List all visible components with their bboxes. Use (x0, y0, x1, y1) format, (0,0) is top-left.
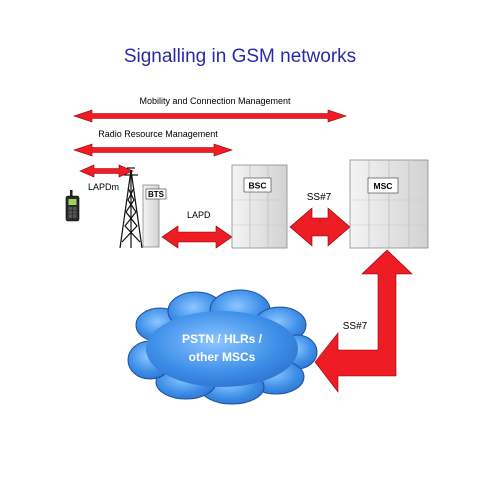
ss7-top-label: SS#7 (307, 192, 332, 203)
ss7-msc-cloud-arrow (314, 249, 413, 393)
ss7-bsc-msc-arrow (289, 207, 351, 247)
ss7-bottom-label: SS#7 (343, 321, 368, 332)
mobility-management-arrow (73, 109, 347, 123)
antenna-tower-icon (119, 167, 143, 249)
page-title: Signalling in GSM networks (123, 46, 357, 67)
lapdm-label: LAPDm (88, 182, 119, 192)
bts-label: BTS (148, 190, 165, 199)
lapd-label: LAPD (187, 210, 211, 220)
bsc-label: BSC (249, 181, 267, 191)
msc-label: MSC (374, 181, 393, 191)
lapd-arrow (161, 225, 233, 249)
bsc-cabinet (231, 164, 288, 249)
msc-cabinet (349, 159, 429, 249)
pstn-hlr-cloud (127, 289, 318, 405)
cloud-label-line1: PSTN / HLRs / (182, 332, 263, 346)
mobile-phone-icon (65, 190, 80, 222)
radio-resource-label: Radio Resource Management (98, 129, 218, 139)
mobility-management-label: Mobility and Connection Management (139, 96, 291, 106)
lapdm-arrow (79, 164, 134, 178)
bts-cabinet (142, 184, 167, 248)
cloud-label-line2: other MSCs (189, 350, 256, 364)
radio-resource-arrow (73, 143, 233, 157)
